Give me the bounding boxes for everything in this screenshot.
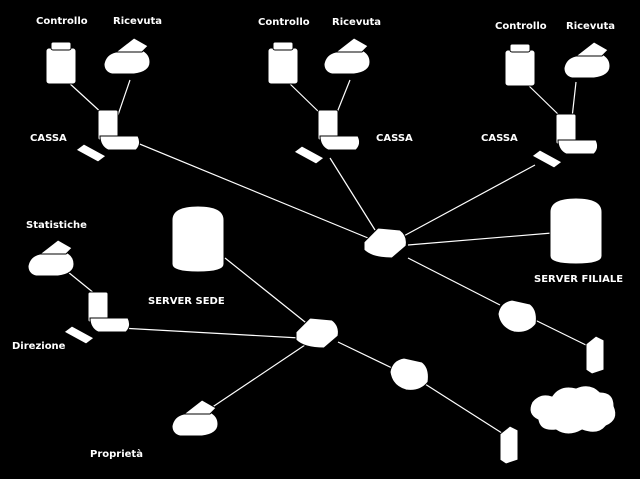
filiale-modem <box>497 299 537 333</box>
cassa-terminal-2 <box>317 109 361 151</box>
link <box>424 383 506 436</box>
label-direzione: Direzione <box>12 341 66 352</box>
sede-remote-device <box>499 425 519 465</box>
network-links <box>67 79 593 436</box>
direzione-terminal <box>87 291 131 333</box>
label-controllo-1: Controllo <box>36 16 88 27</box>
label-proprieta: Proprietà <box>90 448 143 460</box>
cassa-keyboard-2 <box>293 145 325 165</box>
ricevuta-printer-3 <box>563 41 611 79</box>
sede-modem <box>389 357 429 391</box>
direzione-keyboard <box>63 325 95 345</box>
link <box>571 81 577 119</box>
filiale-hub <box>363 227 407 259</box>
statistiche-printer <box>27 239 75 277</box>
label-ricevuta-2: Ricevuta <box>332 17 381 28</box>
label-server-filiale: SERVER FILIALE <box>534 274 623 285</box>
label-controllo-3: Controllo <box>495 21 547 32</box>
label-ricevuta-1: Ricevuta <box>113 16 162 27</box>
ricevuta-printer-2 <box>323 37 371 75</box>
label-cassa-2: CASSA <box>376 133 413 144</box>
sede-hub <box>295 317 339 349</box>
link <box>399 164 536 239</box>
controllo-printer-3 <box>504 43 536 87</box>
link <box>117 79 131 116</box>
link <box>224 257 316 331</box>
server-sede-icon <box>171 205 225 273</box>
label-server-sede: SERVER SEDE <box>148 296 225 307</box>
link <box>337 341 393 369</box>
label-statistiche: Statistiche <box>26 220 87 231</box>
link <box>329 157 376 231</box>
proprieta-printer <box>171 399 219 437</box>
link <box>407 232 553 246</box>
label-cassa-1: CASSA <box>30 133 67 144</box>
internet-cloud-icon <box>529 385 617 435</box>
filiale-remote-device <box>585 335 605 375</box>
link <box>124 137 369 239</box>
link <box>534 319 593 349</box>
link <box>526 83 563 119</box>
link <box>335 79 351 116</box>
server-filiale-icon <box>549 197 603 265</box>
label-ricevuta-3: Ricevuta <box>566 21 615 32</box>
cassa-keyboard-1 <box>75 143 107 163</box>
controllo-printer-1 <box>45 41 77 85</box>
cassa-keyboard-3 <box>531 149 563 169</box>
controllo-printer-2 <box>267 41 299 85</box>
label-cassa-3: CASSA <box>481 133 518 144</box>
link <box>67 81 105 116</box>
ricevuta-printer-1 <box>103 37 151 75</box>
link <box>119 327 301 339</box>
label-controllo-2: Controllo <box>258 17 310 28</box>
link <box>287 81 323 116</box>
cassa-terminal-3 <box>555 113 599 155</box>
cassa-terminal-1 <box>97 109 141 151</box>
link <box>407 257 501 306</box>
link <box>207 344 306 411</box>
